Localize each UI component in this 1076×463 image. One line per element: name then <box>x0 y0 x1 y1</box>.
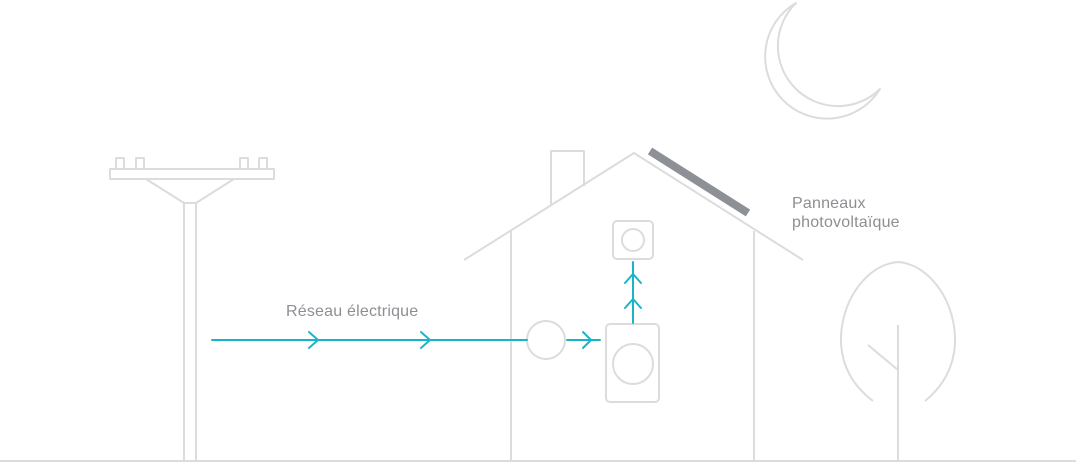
wall-socket-icon <box>612 220 654 260</box>
solar-panel-icon <box>647 147 751 217</box>
inverter-icon <box>605 323 660 403</box>
flow-arrow-icon <box>308 331 319 349</box>
solar-label-line1: Panneaux <box>792 195 866 212</box>
grid-label: Réseau électrique <box>286 303 419 320</box>
house-icon <box>463 150 804 461</box>
solar-panels-label: Panneaux photovoltaïque <box>792 194 900 232</box>
moon-icon <box>764 2 881 120</box>
flow-arrow-icon <box>624 298 642 309</box>
electric-meter-icon <box>526 320 566 360</box>
solar-label-line2: photovoltaïque <box>792 214 900 231</box>
tree-icon <box>840 261 957 461</box>
flow-arrow-icon <box>582 331 592 349</box>
utility-pole-icon <box>109 157 275 462</box>
flow-arrow-icon <box>624 273 642 284</box>
flow-arrow-icon <box>420 331 431 349</box>
